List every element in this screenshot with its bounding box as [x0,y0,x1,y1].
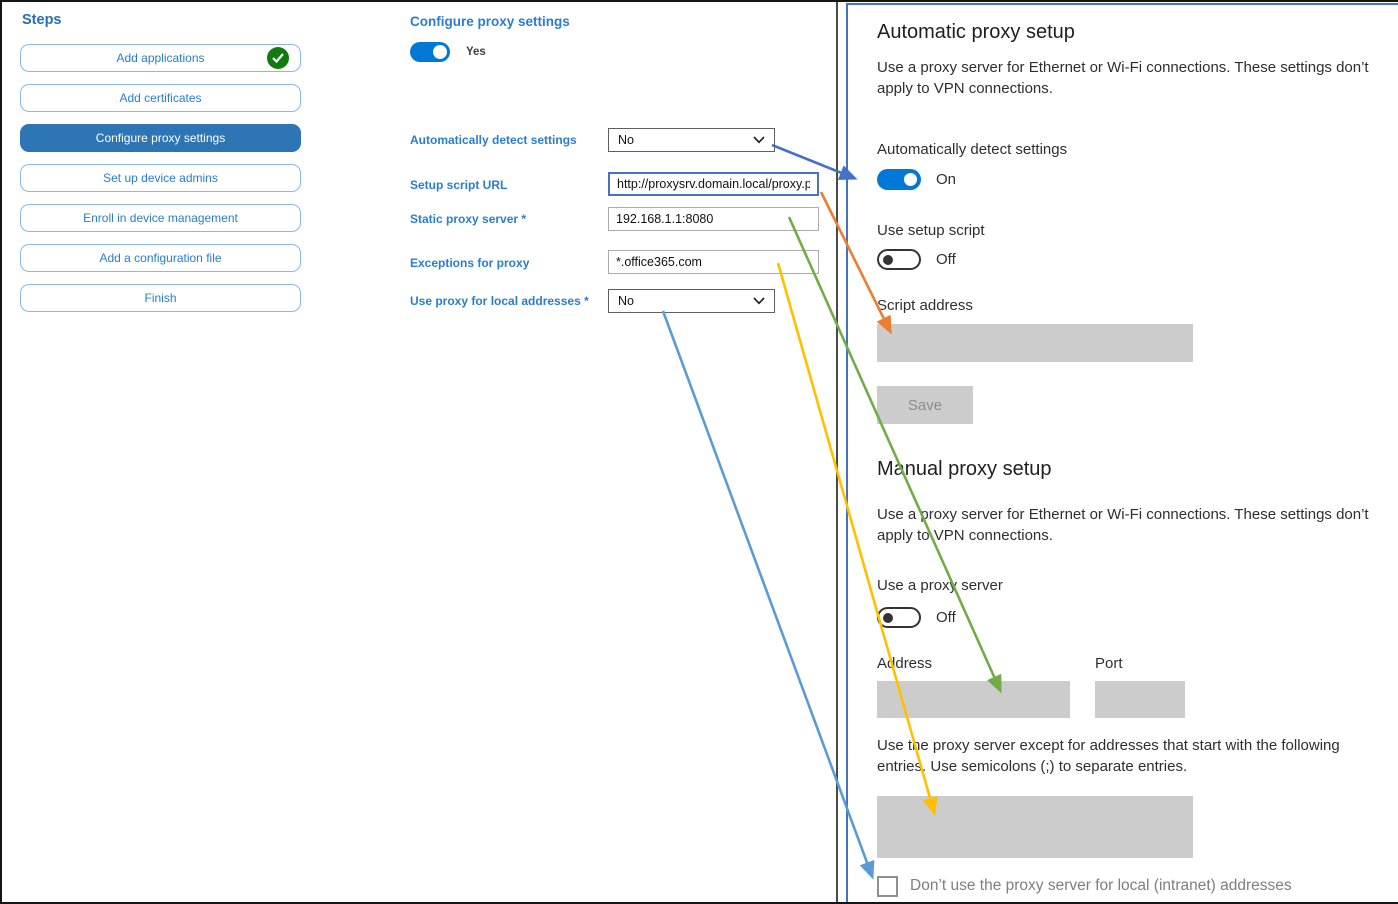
page-title: Configure proxy settings [410,14,570,29]
chevron-down-icon [753,136,765,144]
auto-detect-toggle[interactable] [877,169,921,190]
step-add-configuration-file[interactable]: Add a configuration file [20,244,301,272]
toggle-state-label: On [936,171,957,188]
address-input[interactable] [877,681,1070,718]
steps-title: Steps [22,12,62,28]
exceptions-label: Exceptions for proxy [410,256,530,270]
chevron-down-icon [753,297,765,305]
manual-proxy-setup-title: Manual proxy setup [877,458,1052,480]
exceptions-input[interactable] [608,250,819,274]
step-set-up-device-admins[interactable]: Set up device admins [20,164,301,192]
port-input[interactable] [1095,681,1185,718]
proxy-exceptions-description: Use the proxy server except for addresse… [877,737,1340,775]
address-label: Address [877,655,933,672]
step-add-applications[interactable]: Add applications [20,44,301,72]
arrow-local-addresses-mapping [661,310,875,880]
save-button[interactable]: Save [877,386,973,424]
local-intranet-checkbox[interactable] [877,876,898,897]
step-label: Enroll in device management [83,211,238,225]
select-value: No [618,294,634,308]
step-label: Finish [144,291,177,305]
step-configure-proxy-settings[interactable]: Configure proxy settings [20,124,301,152]
configure-proxy-toggle[interactable] [410,42,450,62]
setup-script-url-label: Setup script URL [410,178,508,192]
select-value: No [618,133,634,147]
local-intranet-checkbox-label: Don’t use the proxy server for local (in… [910,877,1292,894]
use-setup-script-toggle[interactable] [877,249,921,270]
setup-script-url-input[interactable] [608,172,819,196]
port-label: Port [1095,655,1123,672]
auto-detect-select[interactable]: No [608,128,775,152]
step-label: Add a configuration file [99,251,222,265]
local-addresses-label: Use proxy for local addresses * [410,294,589,308]
script-address-input[interactable] [877,324,1193,362]
use-proxy-server-label: Use a proxy server [877,577,1003,594]
use-setup-script-label: Use setup script [877,222,985,239]
toggle-knob [883,254,893,265]
script-address-label: Script address [877,297,973,314]
static-proxy-input[interactable] [608,207,819,231]
step-add-certificates[interactable]: Add certificates [20,84,301,112]
use-proxy-server-toggle[interactable] [877,607,921,628]
step-enroll-device-management[interactable]: Enroll in device management [20,204,301,232]
step-label: Add certificates [119,91,202,105]
manual-proxy-description: Use a proxy server for Ethernet or Wi-Fi… [877,506,1369,544]
step-label: Configure proxy settings [95,131,226,145]
toggle-state-label: Yes [466,46,486,58]
toggle-knob [433,45,447,59]
step-finish[interactable]: Finish [20,284,301,312]
proxy-exceptions-textarea[interactable] [877,796,1193,858]
auto-detect-settings-label: Automatically detect settings [877,141,1068,158]
completed-check-icon [267,47,289,69]
steps-list: Add applications Add certificates Config… [20,44,301,312]
static-proxy-label: Static proxy server * [410,212,527,226]
automatic-proxy-description: Use a proxy server for Ethernet or Wi-Fi… [877,59,1369,97]
step-label: Add applications [116,51,205,65]
windows-proxy-settings-panel: Automatic proxy setup Use a proxy server… [846,3,1398,904]
local-addresses-select[interactable]: No [608,289,775,313]
step-label: Set up device admins [103,171,218,185]
toggle-knob [883,612,893,623]
panel-separator [836,0,838,904]
automatic-proxy-setup-title: Automatic proxy setup [877,21,1075,43]
toggle-knob [904,173,917,186]
toggle-state-label: Off [936,609,956,626]
toggle-state-label: Off [936,251,956,268]
auto-detect-label: Automatically detect settings [410,133,577,147]
